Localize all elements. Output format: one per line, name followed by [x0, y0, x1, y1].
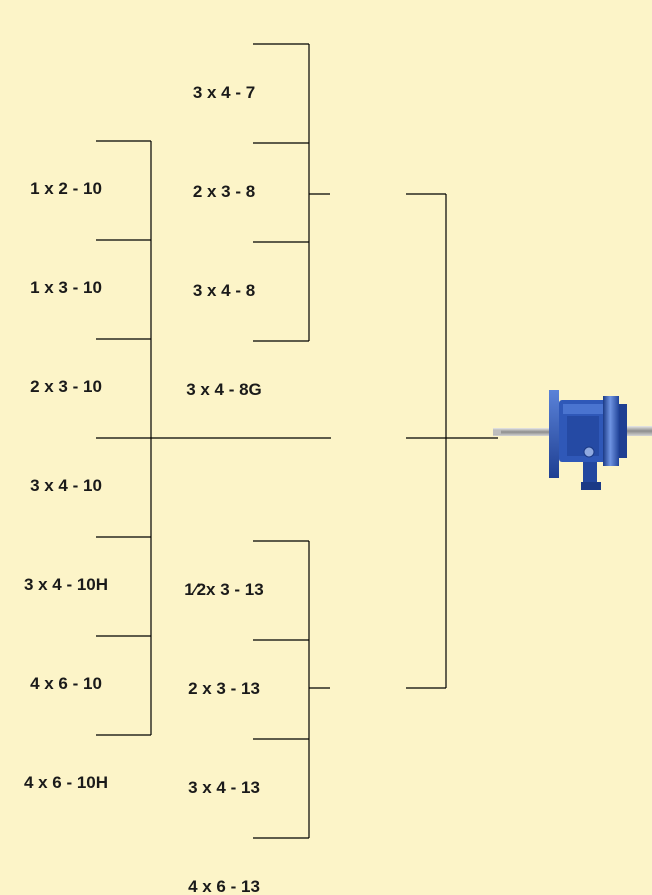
pump-sizes: 1 x 2 - 10 1 x 3 - 10 2 x 3 - 10 3 x 4 - 10… — [24, 13, 264, 895]
pump-size-item: 2 x 3 - 13 — [188, 609, 260, 698]
pump-group-10: 1 x 2 - 10 1 x 3 - 10 2 x 3 - 10 3 x 4 - 10… — [24, 109, 108, 792]
power-end-icon — [493, 390, 652, 490]
pump-group-13: 1⁄2x 3 - 13 2 x 3 - 13 3 x 4 - 13 4 x 6 - 1… — [184, 510, 264, 895]
pump-size-label: 3 x 4 - 8 — [193, 281, 255, 300]
pump-size-label: 3 x 4 - 10 — [30, 476, 102, 495]
pump-size-item: 3 x 4 - 10 — [30, 406, 102, 495]
pump-size-item: 3 x 4 - 8 — [193, 211, 255, 300]
pump-size-item: 4 x 6 - 10 — [30, 604, 102, 693]
pump-size-label: 4 x 6 - 10 — [30, 674, 102, 693]
pump-size-item: 3 x 4 - 10H — [24, 505, 108, 594]
pump-group-8: 3 x 4 - 7 2 x 3 - 8 3 x 4 - 8 3 x 4 - 8G — [186, 13, 262, 399]
pump-size-label: 1 x 3 - 10 — [30, 278, 102, 297]
pump-size-item: 3 x 4 - 7 — [193, 13, 255, 102]
pump-size-label: 1 x 2 - 10 — [30, 179, 102, 198]
pump-size-label: 2 x 3 - 10 — [30, 377, 102, 396]
pump-size-item: 1⁄2x 3 - 13 — [184, 510, 264, 599]
pump-size-label: 1⁄2x 3 - 13 — [184, 580, 263, 599]
connector-lines — [96, 43, 498, 839]
pump-size-item: 4 x 6 - 10H — [24, 703, 108, 792]
pump-size-label: 3 x 4 - 10H — [24, 575, 108, 594]
pump-size-label: 4 x 6 - 10H — [24, 773, 108, 792]
pump-size-item: 3 x 4 - 13 — [188, 708, 260, 797]
pump-size-label: 3 x 4 - 13 — [188, 778, 260, 797]
pump-size-label: 4 x 6 - 13 — [188, 877, 260, 895]
pump-size-item: 2 x 3 - 10 — [30, 307, 102, 396]
pump-size-item: 2 x 3 - 8 — [193, 112, 255, 201]
pump-size-item: 1 x 3 - 10 — [30, 208, 102, 297]
pump-size-label: 3 x 4 - 7 — [193, 83, 255, 102]
pump-size-item: 4 x 6 - 13 — [188, 807, 260, 895]
pump-size-label: 2 x 3 - 8 — [193, 182, 255, 201]
pump-size-label: 2 x 3 - 13 — [188, 679, 260, 698]
pump-size-item: 3 x 4 - 8G — [186, 310, 262, 399]
pump-size-item: 1 x 2 - 10 — [30, 109, 102, 198]
pump-size-label: 3 x 4 - 8G — [186, 380, 262, 399]
